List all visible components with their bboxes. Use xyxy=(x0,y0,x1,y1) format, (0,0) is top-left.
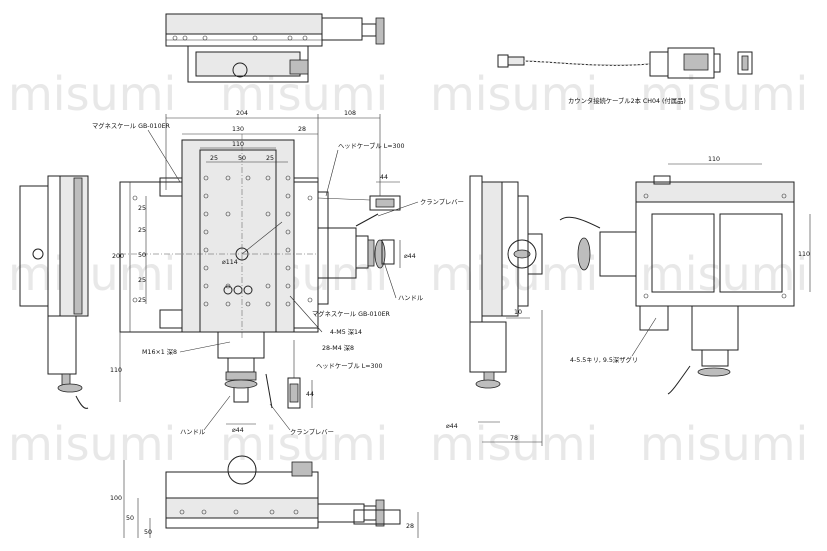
dim-side-78: 78 xyxy=(510,435,518,442)
top-view xyxy=(165,13,385,83)
dim-right-44: 44 xyxy=(380,174,388,181)
watermark-text: misumi xyxy=(430,247,598,301)
dim-28: 28 xyxy=(298,126,306,133)
label-handle-bottom: ハンドル xyxy=(180,429,205,436)
watermark-text: misumi xyxy=(8,67,176,121)
right-view: 110 110 4-5.5キリ, 9.5深ザグリ xyxy=(559,156,811,395)
dim-200: 200 xyxy=(112,253,124,260)
label-m16: M16×1 深8 xyxy=(142,347,177,356)
dim-pitch-a: 25 xyxy=(210,155,218,162)
dim-right-view-110-top: 110 xyxy=(708,156,720,163)
dim-110: 110 xyxy=(232,141,244,148)
counter-cable-label: カウンタ接続ケーブル2本 CH04 (付属品) xyxy=(568,96,686,105)
watermark-text: misumi xyxy=(640,417,808,471)
dim-bottom-44: ⌀44 xyxy=(446,423,458,430)
plan-labels: マグネスケール GB-010ER ヘッドケーブル L=300 クランプレバー ハ… xyxy=(92,121,464,436)
label-head-cable-top: ヘッドケーブル L=300 xyxy=(338,141,405,150)
dim-bottom-view-100: 100 xyxy=(110,495,122,502)
dim-bottom-view-50b: 50 xyxy=(144,529,152,536)
label-handle-right: ハンドル xyxy=(398,295,423,302)
dim-knob-44: ⌀44 xyxy=(404,253,416,260)
dim-130: 130 xyxy=(232,126,244,133)
dim-left-25d: 25 xyxy=(138,297,146,304)
label-magnescale-top: マグネスケール GB-010ER xyxy=(92,121,171,130)
watermark-text: misumi xyxy=(640,67,808,121)
dim-right-view-110-side: 110 xyxy=(798,251,810,258)
bottom-view: 100 50 50 28 xyxy=(110,455,419,538)
circle-diameter: ⌀114 xyxy=(222,259,238,266)
label-m4-holes: 28-M4 深8 xyxy=(322,343,354,352)
label-clamp-lever-bottom: クランプレバー xyxy=(290,428,334,436)
dim-bottom-view-28: 28 xyxy=(406,523,414,530)
dim-left-25c: 25 xyxy=(138,277,146,284)
watermark-text: misumi xyxy=(430,417,598,471)
left-side-view xyxy=(19,175,89,409)
plan-dimensions: 204 108 130 28 110 25 50 25 200 25 25 50… xyxy=(110,110,416,434)
dim-pitch-c: 25 xyxy=(266,155,274,162)
label-magnescale-bottom: マグネスケール GB-010ER xyxy=(312,309,391,318)
dim-pitch-b: 50 xyxy=(238,155,246,162)
dim-side-44: 44 xyxy=(306,391,314,398)
dim-left-25b: 25 xyxy=(138,227,146,234)
middle-side-view: ⌀44 10 78 xyxy=(446,175,543,446)
dim-side-10: 10 xyxy=(514,309,522,316)
watermark-text: misumi xyxy=(640,247,808,301)
watermark-text: misumi xyxy=(8,247,176,301)
label-head-cable-bottom: ヘッドケーブル L=300 xyxy=(316,361,383,370)
watermark-text: misumi xyxy=(8,417,176,471)
label-counter-bore: 4-5.5キリ, 9.5深ザグリ xyxy=(570,355,638,364)
dim-front-44: ⌀44 xyxy=(232,427,244,434)
watermark-text: misumi xyxy=(430,67,598,121)
dim-bottom-110: 110 xyxy=(110,367,122,374)
counter-cable: カウンタ接続ケーブル2本 CH04 (付属品) xyxy=(497,47,753,105)
dim-left-25a: 25 xyxy=(138,205,146,212)
label-m5-holes: 4-M5 深14 xyxy=(330,327,362,336)
plan-view: ⌀114 xyxy=(119,134,401,409)
dim-108: 108 xyxy=(344,110,356,117)
label-clamp-lever-right: クランプレバー xyxy=(420,198,464,206)
dim-bottom-view-50: 50 xyxy=(126,515,134,522)
dim-left-50: 50 xyxy=(138,252,146,259)
dim-204: 204 xyxy=(236,110,248,117)
